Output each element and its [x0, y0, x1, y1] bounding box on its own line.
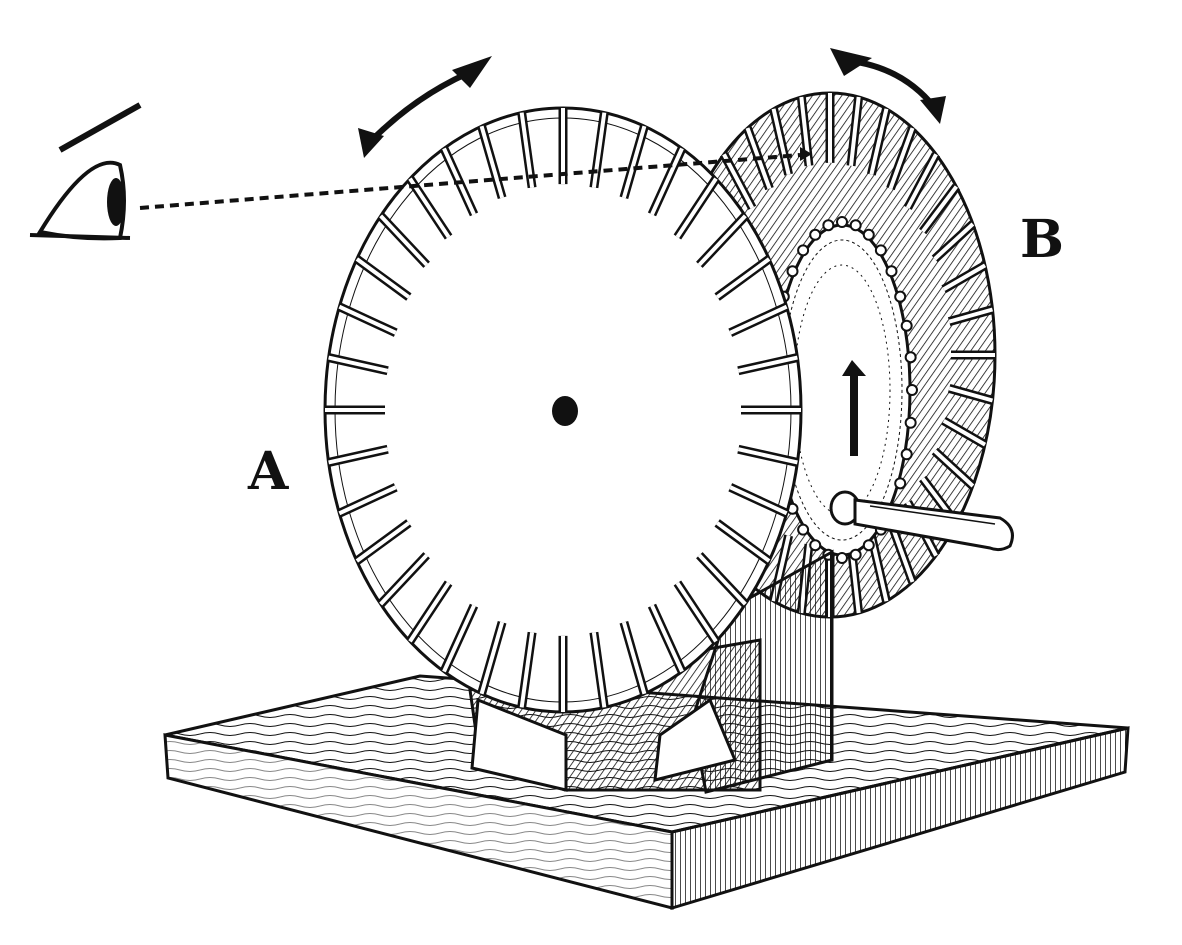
gear-tooth [836, 216, 848, 228]
label-wheel-b: B [1020, 209, 1064, 270]
wheel-a-slot-gap [338, 485, 397, 516]
gear-tooth [906, 384, 918, 396]
wheel-b-slot-gap [849, 96, 861, 167]
gear-tooth [904, 416, 917, 429]
wheel-a-slot-gap [737, 447, 798, 465]
gear-tooth [836, 552, 848, 564]
crank-handle [829, 490, 1014, 552]
wheel-a-slot-gap [328, 447, 389, 465]
gear-tooth [874, 244, 887, 257]
gear-tooth [797, 523, 810, 536]
wheel-a-slot-gap [379, 214, 429, 267]
wheel-b-slot-gap [722, 153, 754, 209]
eye-icon [29, 102, 142, 241]
left-curved-arrow-icon [358, 56, 492, 158]
wheel-b-slot-gap [869, 108, 889, 175]
wheel-a-slot-gap [328, 355, 389, 373]
gear-tooth [797, 244, 810, 257]
wheel-a-slot-gap [697, 553, 747, 606]
wheel-a [323, 106, 803, 714]
gear-tooth [849, 548, 862, 561]
wheel-a-slot-gap [675, 581, 718, 643]
wheel-b-slot-gap [942, 418, 987, 447]
gear-tooth [809, 228, 822, 241]
wheel-a-slot-gap [675, 177, 718, 239]
wheel-a-slot-gap [338, 304, 397, 335]
wheel-a-slot-gap [591, 632, 607, 708]
wheel-a-slot-gap [408, 177, 451, 239]
wheel-a-slot-gap [621, 125, 647, 199]
wheel-b-slot-gap [771, 108, 791, 175]
gear-tooth [809, 539, 822, 552]
wheel-a-slot-gap [697, 214, 747, 267]
gear-tooth [900, 319, 913, 332]
wheel-a-slot-gap [729, 485, 788, 516]
gear-tooth [885, 265, 898, 278]
wheel-a-slot-gap [379, 553, 429, 606]
wheel-a-slot-gap [715, 257, 771, 299]
wheel-a-slot-gap [442, 604, 476, 673]
wheel-a-slot-gap [355, 257, 411, 299]
wheel-b-slot-gap [888, 127, 915, 190]
wheel-b-slot-gap [942, 263, 987, 292]
wheel-b-slot-gap [921, 185, 958, 233]
rotation-arrow-icon [842, 360, 866, 456]
wheel-b-slot-gap [906, 153, 938, 209]
gear-tooth [900, 448, 913, 461]
gear-tooth [894, 477, 907, 490]
wheel-a-slot-gap [737, 355, 798, 373]
wheel-a-slot-gap [479, 621, 505, 695]
wheel-a-slot-gap [355, 521, 411, 563]
label-wheel-a: A [248, 441, 289, 502]
axle-hub [552, 396, 578, 426]
sight-line [139, 147, 812, 210]
wheel-b-slot-gap [948, 386, 994, 403]
wheel-b-slot-gap [948, 307, 994, 324]
wheel-b-slot-gap [933, 449, 975, 488]
wheel-a-slot-gap [729, 304, 788, 335]
wheel-a-slots [325, 108, 801, 712]
right-curved-arrow-icon [830, 48, 946, 124]
wheel-a-slot-gap [715, 521, 771, 563]
wheel-a-slot-gap [479, 125, 505, 199]
gear-tooth [786, 265, 799, 278]
gear-tooth [862, 539, 875, 552]
gear-tooth [894, 290, 907, 303]
wheel-a-slot-gap [621, 621, 647, 695]
wheel-b-slot-gap [933, 222, 975, 261]
wheel-a-slot-gap [591, 112, 607, 188]
gear-tooth [904, 351, 917, 364]
wheel-a-slot-gap [650, 604, 684, 673]
gear-tooth [849, 219, 862, 232]
gear-tooth [822, 219, 835, 232]
wheel-a-slot-gap [650, 147, 684, 216]
wheel-a-slot-gap [519, 632, 535, 708]
gear-tooth [862, 228, 875, 241]
wheel-a-slot-gap [408, 581, 451, 643]
